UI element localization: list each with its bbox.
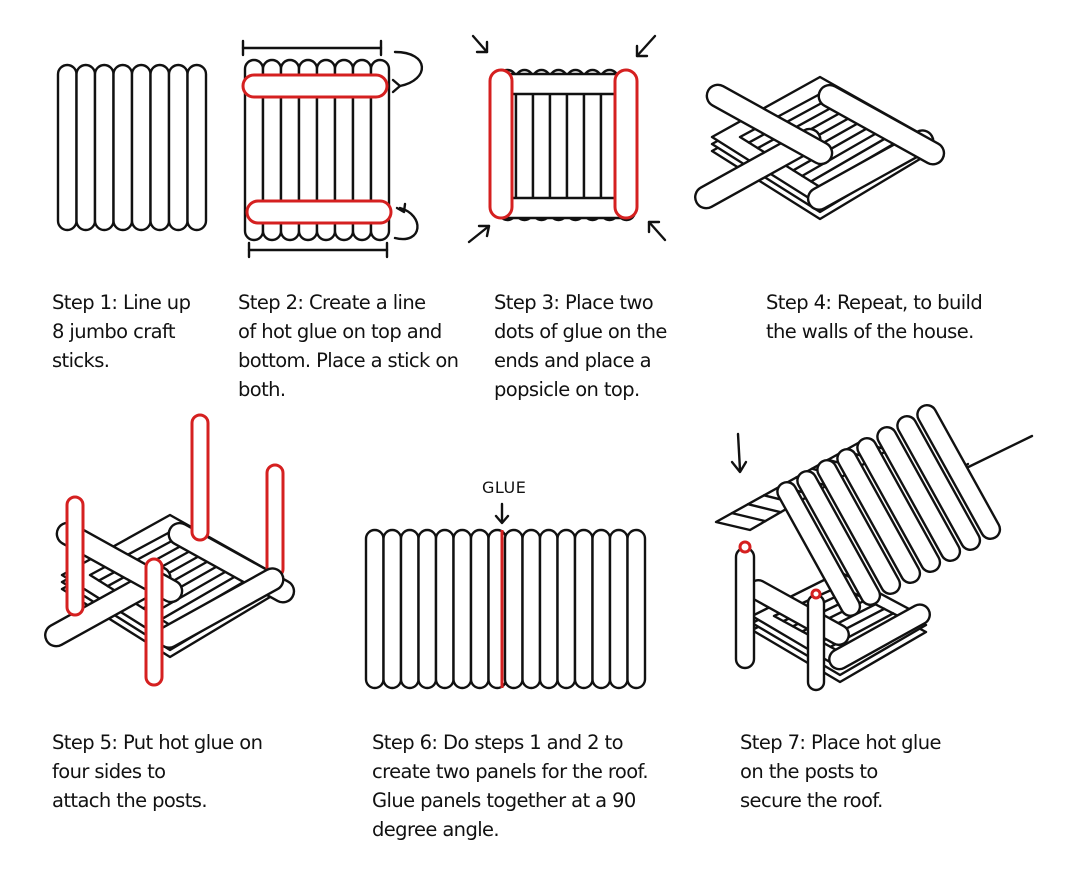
step-5-caption: Step 5: Put hot glue on four sides to at…: [52, 731, 263, 812]
glue-arrow-icon: [494, 502, 510, 525]
roof-front-stick: [856, 437, 942, 573]
step-4-illustration: [694, 60, 946, 260]
bottom-cross-stick: [245, 199, 393, 225]
step-7-caption: Step 7: Place hot glue on the posts to s…: [740, 731, 942, 812]
step-6-caption: Step 6: Do steps 1 and 2 to create two p…: [372, 731, 649, 841]
glue-dot-front: [810, 588, 822, 600]
roof-front-stick: [836, 448, 922, 584]
floor-stick-line: [792, 122, 876, 172]
craft-stick: [75, 63, 97, 232]
arrow-top-right-icon: [635, 34, 657, 58]
step-1-caption: Step 1: Line up 8 jumbo craft sticks.: [52, 291, 191, 372]
roof-stick-right: [503, 528, 524, 690]
step-5-illustration: [44, 410, 315, 710]
floor-stick-line: [151, 565, 235, 616]
floor-stick-line: [809, 132, 895, 183]
arrow-top-left-icon: [471, 34, 489, 54]
step-4-caption: Step 4: Repeat, to build the walls of th…: [766, 291, 983, 343]
step-3-illustration: [465, 30, 675, 260]
craft-stick: [186, 63, 208, 232]
step-3-caption: Step 3: Place two dots of glue on the en…: [494, 291, 667, 401]
floor-stick-line: [756, 102, 840, 150]
roof-back-stick-line: [746, 503, 782, 514]
roof-stick-right: [521, 528, 542, 690]
step-2-illustration: [235, 39, 435, 265]
floor-stick-line: [801, 127, 885, 178]
roof-stick-right: [538, 528, 559, 690]
roof-back-stick-line: [730, 511, 767, 523]
step-1-illustration: [50, 55, 210, 235]
roof-front-stick: [876, 426, 962, 562]
roof-front-stick: [796, 470, 882, 606]
roof-stick-left: [452, 528, 473, 690]
craft-stick: [112, 63, 134, 232]
craft-stick: [56, 63, 78, 232]
roof-stick-left: [399, 528, 420, 690]
roof-stick-right: [573, 528, 594, 690]
glue-label: GLUE: [482, 478, 527, 497]
roof-stick-right: [608, 528, 629, 690]
post-right: [265, 463, 285, 579]
roof-stick-left: [417, 528, 438, 690]
roof-stick-left: [469, 528, 490, 690]
roof-stick-right: [626, 528, 647, 690]
top-cross-stick: [241, 73, 389, 99]
step-2-caption: Step 2: Create a line of hot glue on top…: [238, 291, 459, 401]
curved-arrow-bottom-icon: [393, 206, 419, 241]
floor-stick-line: [97, 535, 181, 582]
post-left: [734, 546, 756, 670]
left-side-stick: [488, 68, 514, 220]
roof-front-stick: [816, 459, 902, 595]
roof-stick-right: [556, 528, 577, 690]
post-front: [806, 593, 826, 692]
craft-stick: [130, 63, 152, 232]
step-7-illustration: [710, 404, 1050, 720]
arrow-down-icon: [730, 432, 748, 474]
arrow-bottom-right-icon: [647, 220, 667, 242]
right-side-stick: [613, 68, 639, 220]
glue-dot-left: [738, 540, 752, 554]
roof-stick-left: [434, 528, 455, 690]
post-left: [65, 495, 85, 617]
roof-front-stick: [916, 404, 1002, 540]
craft-stick: [369, 58, 391, 242]
craft-stick: [149, 63, 171, 232]
craft-stick: [167, 63, 189, 232]
arrow-bottom-left-icon: [467, 224, 491, 244]
floor-stick-line: [159, 570, 245, 621]
roof-front-stick: [896, 415, 982, 551]
curved-arrow-top-icon: [393, 50, 424, 88]
roof-front-stick: [776, 481, 862, 617]
floor-stick-line: [747, 97, 831, 144]
roof-stick-left: [364, 528, 385, 690]
roof-stick-right: [591, 528, 612, 690]
step-6-illustration: [360, 500, 650, 700]
craft-stick: [93, 63, 115, 232]
post-back: [190, 413, 210, 542]
post-front: [144, 557, 164, 687]
roof-stick-left: [382, 528, 403, 690]
